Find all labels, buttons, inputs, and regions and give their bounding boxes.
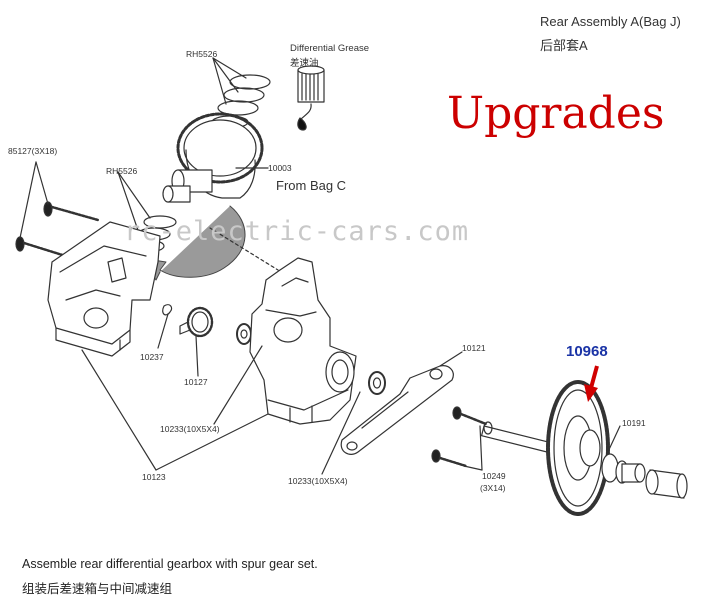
assembly-title: Rear Assembly A(Bag J)	[540, 14, 681, 29]
watermark: rc-electric-cars.com	[124, 216, 470, 247]
highlight-arrow	[584, 365, 599, 402]
caption-chinese: 组装后差速箱与中间减速组	[22, 582, 173, 596]
label-rh5526-left: RH5526	[106, 166, 138, 176]
label-from-bag: From Bag C	[276, 178, 347, 193]
gearbox-right-half	[249, 257, 357, 425]
label-10237: 10237	[140, 352, 164, 362]
highlight-part-number: 10968	[566, 343, 608, 360]
label-10003: 10003	[268, 163, 292, 173]
label-10233-left: 10233(10X5X4)	[160, 424, 220, 434]
label-85127: 85127(3X18)	[8, 146, 58, 156]
label-10123: 10123	[142, 472, 166, 482]
upgrades-label: Upgrades	[447, 88, 665, 139]
grease-label: Differential Grease	[290, 43, 370, 54]
label-10191: 10191	[622, 418, 646, 428]
label-rh5526-top: RH5526	[186, 49, 218, 59]
clip-10237	[162, 304, 173, 316]
pinion-gear	[179, 306, 214, 338]
label-10233-right: 10233(10X5X4)	[288, 476, 348, 486]
label-10249-size: (3X14)	[480, 483, 506, 493]
slipper-hub	[601, 453, 688, 499]
grease-label-cn: 差速油	[290, 58, 319, 69]
grease-tube	[297, 65, 325, 131]
label-10249: 10249	[482, 471, 506, 481]
assembly-title-cn: 后部套A	[540, 38, 588, 53]
differential-ring-gear	[162, 112, 264, 203]
screws-10249	[431, 406, 488, 468]
gearbox-left-half	[47, 221, 161, 357]
label-10127: 10127	[184, 377, 208, 387]
brace-plate-10121	[340, 365, 454, 455]
spur-shaft	[480, 421, 553, 454]
assembly-arrow	[139, 205, 246, 281]
caption-english: Assemble rear differential gearbox with …	[22, 557, 318, 571]
label-10121: 10121	[462, 343, 486, 353]
spur-gear-10968	[546, 380, 610, 516]
bearing-right	[368, 371, 386, 395]
bearing-left	[236, 323, 252, 345]
